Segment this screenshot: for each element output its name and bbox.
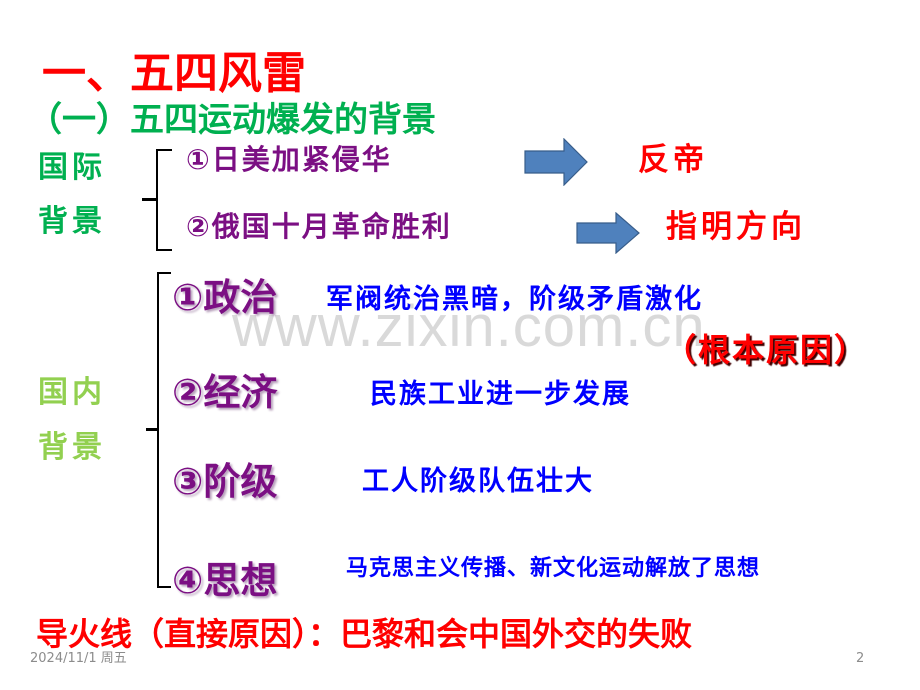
root-cause-note: （根本原因） <box>664 331 869 369</box>
dom-bracket <box>157 272 171 588</box>
intl-result-2: 指明方向 <box>666 209 806 245</box>
dom-desc-politics: 军阀统治黑暗，阶级矛盾激化 <box>326 284 703 315</box>
dom-item-class: ③阶级 <box>172 460 278 503</box>
dom-desc-class: 工人阶级队伍壮大 <box>362 466 594 497</box>
dom-desc-thought: 马克思主义传播、新文化运动解放了思想 <box>346 556 761 581</box>
arrow-right-icon <box>524 138 588 186</box>
dom-item-economy: ②经济 <box>172 371 278 414</box>
intl-label-line1: 国际 <box>38 150 106 185</box>
watermark: www.zixin.com.cn <box>232 294 706 359</box>
dom-item-thought: ④思想 <box>172 559 278 602</box>
dom-bracket-tick <box>146 428 159 431</box>
page-number: 2 <box>856 651 865 666</box>
intl-item-1: ①日美加紧侵华 <box>186 143 392 176</box>
intl-bracket-tick <box>142 198 158 201</box>
intl-result-1: 反帝 <box>638 142 708 178</box>
arrow-right-icon <box>576 212 640 254</box>
section-subtitle: （一）五四运动爆发的背景 <box>28 100 436 140</box>
footer-date: 2024/11/1 周五 <box>30 651 127 666</box>
dom-label-line1: 国内 <box>38 375 106 410</box>
direct-cause: 导火线（直接原因）：巴黎和会中国外交的失败 <box>36 615 693 653</box>
intl-bracket <box>156 149 172 251</box>
dom-item-politics: ①政治 <box>172 276 278 319</box>
intl-item-2: ②俄国十月革命胜利 <box>186 210 452 243</box>
intl-label-line2: 背景 <box>38 204 106 239</box>
dom-desc-economy: 民族工业进一步发展 <box>370 379 631 410</box>
dom-label-line2: 背景 <box>38 430 106 465</box>
slide-title: 一、五四风雷 <box>42 48 306 99</box>
